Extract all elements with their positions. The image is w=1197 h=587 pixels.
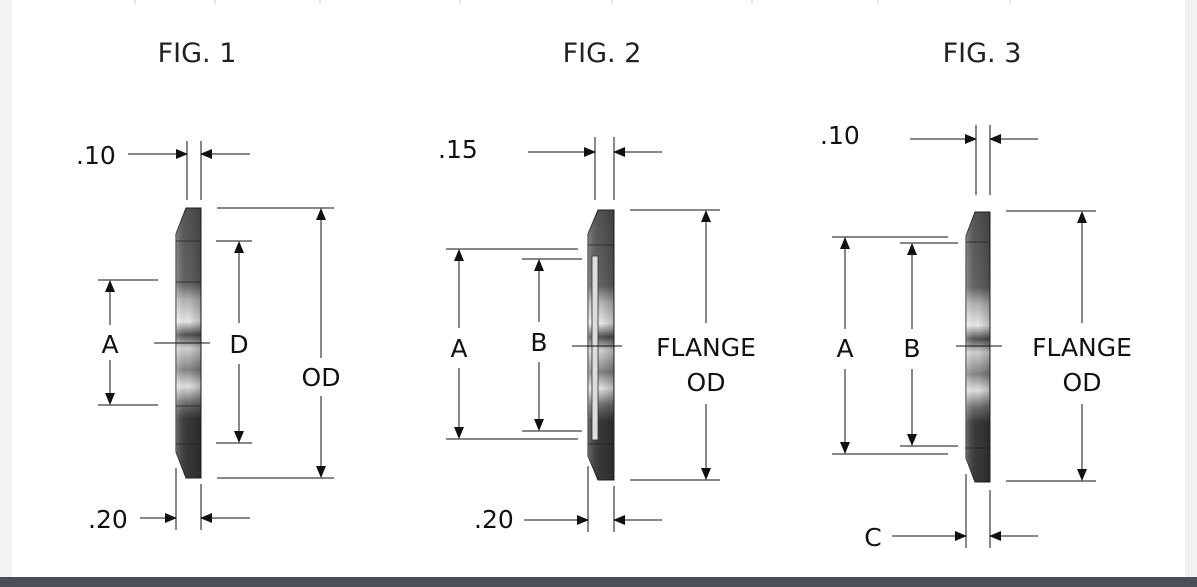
fig-2-od-label: OD bbox=[687, 368, 726, 397]
fig-3-label-b: B bbox=[903, 334, 920, 363]
fig-3-top-dimension: .10 bbox=[820, 121, 860, 150]
fig-2-title: FIG. 2 bbox=[563, 38, 642, 69]
fig-1-label-a: A bbox=[101, 330, 118, 359]
figure-3: FIG. 3 .10 C A B FLANGE O bbox=[820, 38, 1132, 552]
bottom-bar bbox=[0, 577, 1197, 587]
figure-1: FIG. 1 .10 .20 A D bbox=[76, 38, 340, 534]
fig-2-label-b: B bbox=[530, 328, 547, 357]
header-ticks bbox=[134, 0, 1011, 4]
fig-2-bottom-dimension: .20 bbox=[474, 505, 514, 534]
fig-3-flange-label: FLANGE bbox=[1032, 333, 1132, 362]
fig-2-top-dimension: .15 bbox=[438, 135, 478, 164]
fig-3-label-c: C bbox=[864, 523, 881, 552]
fig-1-title: FIG. 1 bbox=[158, 38, 237, 69]
fig-2-flange-label: FLANGE bbox=[656, 333, 756, 362]
fig-3-label-a: A bbox=[836, 334, 853, 363]
fig-3-od-label: OD bbox=[1063, 368, 1102, 397]
fig-2-label-a: A bbox=[450, 334, 467, 363]
fig-1-top-dimension: .10 bbox=[76, 141, 116, 170]
figure-2: FIG. 2 .15 .20 A B FLANG bbox=[438, 38, 756, 534]
fig-3-title: FIG. 3 bbox=[943, 38, 1022, 69]
fig-1-label-d: D bbox=[229, 330, 248, 359]
fig-1-label-od: OD bbox=[302, 363, 341, 392]
fig-1-bottom-dimension: .20 bbox=[88, 505, 128, 534]
